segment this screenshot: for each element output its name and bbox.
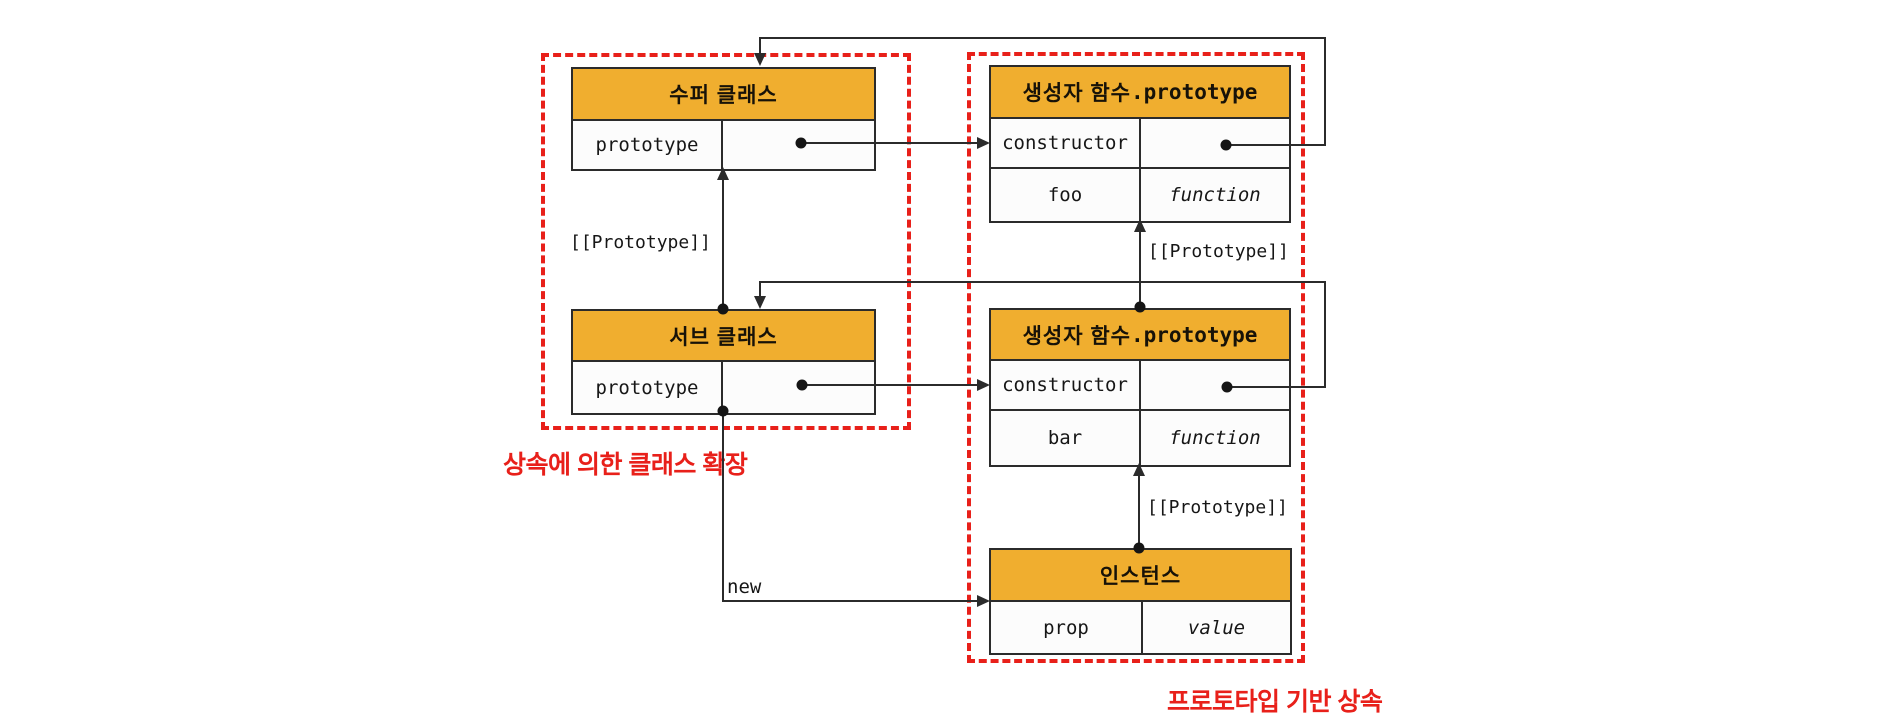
instance-table-header: 인스턴스	[991, 550, 1290, 602]
table-title-suffix: .prototype	[1131, 322, 1258, 347]
prototype-link-label-left: [[Prototype]]	[570, 232, 711, 253]
row-key-cell: prop	[991, 602, 1143, 653]
row-value-cell	[723, 121, 874, 169]
constructor-prototype-top-table: 생성자 함수.prototype constructor foo functio…	[989, 65, 1291, 223]
table-title: 서브 클래스	[669, 325, 778, 349]
table-row: constructor	[991, 361, 1289, 411]
table-title: 생성자 함수	[1022, 82, 1131, 105]
row-value-cell	[1141, 361, 1289, 409]
constructor-prototype-mid-header: 생성자 함수.prototype	[991, 310, 1289, 361]
class-extension-group-label: 상속에 의한 클래스 확장	[503, 451, 748, 479]
table-row: bar function	[991, 411, 1289, 465]
row-key-cell: bar	[991, 411, 1141, 465]
row-key-cell: prototype	[573, 121, 723, 169]
table-title: 수퍼 클래스	[669, 84, 778, 107]
row-value-cell	[723, 362, 874, 413]
table-title: 생성자 함수	[1022, 324, 1131, 348]
row-value-cell: function	[1169, 184, 1261, 206]
constructor-prototype-mid-table: 생성자 함수.prototype constructor bar functio…	[989, 308, 1291, 467]
sub-class-table-header: 서브 클래스	[573, 311, 874, 362]
prototype-link-label-right-top: [[Prototype]]	[1148, 241, 1289, 262]
super-class-table: 수퍼 클래스 prototype	[571, 67, 876, 171]
table-row: prototype	[573, 121, 874, 169]
row-value-cell	[1141, 119, 1289, 167]
row-key-cell: constructor	[991, 119, 1141, 167]
table-row: constructor	[991, 119, 1289, 169]
row-key-cell: constructor	[991, 361, 1141, 409]
row-value-cell: value	[1187, 616, 1246, 639]
table-title: 인스턴스	[1099, 565, 1182, 588]
prototype-link-label-right-bottom: [[Prototype]]	[1147, 497, 1288, 518]
sub-class-table: 서브 클래스 prototype	[571, 309, 876, 415]
table-row: prototype	[573, 362, 874, 413]
instance-table: 인스턴스 prop value	[989, 548, 1292, 655]
row-key-cell: prototype	[573, 362, 723, 413]
new-link-label: new	[727, 576, 762, 598]
row-value-cell: function	[1169, 427, 1261, 449]
constructor-prototype-top-header: 생성자 함수.prototype	[991, 67, 1289, 119]
super-class-table-header: 수퍼 클래스	[573, 69, 874, 121]
prototype-inheritance-group-label: 프로토타입 기반 상속	[1167, 688, 1383, 716]
table-row: foo function	[991, 169, 1289, 221]
table-row: prop value	[991, 602, 1290, 653]
table-title-suffix: .prototype	[1131, 80, 1258, 104]
row-key-cell: foo	[991, 169, 1141, 221]
